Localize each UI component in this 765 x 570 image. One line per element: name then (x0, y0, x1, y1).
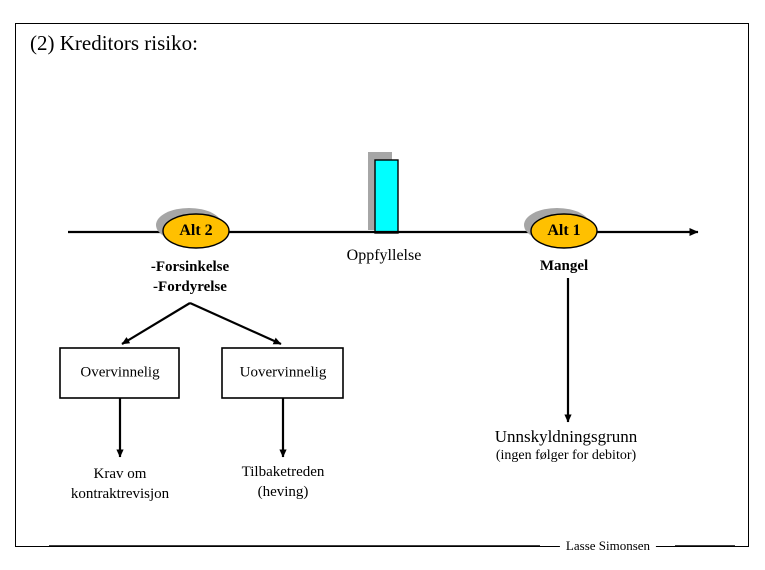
slide-frame (15, 23, 749, 547)
alt2-caption: -Forsinkelse -Fordyrelse (151, 257, 229, 298)
mangel-outcome-line1: Unnskyldningsgrunn (494, 427, 638, 446)
outcome-left-line2: kontraktrevisjon (70, 486, 170, 503)
mangel-outcome: Unnskyldningsgrunn (ingen følger for deb… (495, 427, 638, 464)
oppfyllelse-label: Oppfyllelse (346, 247, 422, 264)
mangel-outcome-line2: (ingen følger for debitor) (495, 448, 637, 464)
footer-author: Lasse Simonsen (559, 538, 657, 554)
box-uovervinnelig-label: Uovervinnelig (239, 364, 327, 381)
outcome-right-line1: Tilbaketreden (241, 464, 325, 480)
outcome-left: Krav om kontraktrevisjon (71, 464, 169, 505)
alt2-caption-line2: -Fordyrelse (153, 279, 227, 296)
outcome-right: Tilbaketreden (heving) (242, 462, 325, 503)
box-overvinnelig-label: Overvinnelig (80, 364, 160, 381)
outcome-left-line1: Krav om (93, 466, 147, 482)
page-title: (2) Kreditors risiko: (30, 31, 198, 55)
alt1-badge-label: Alt 1 (547, 222, 581, 239)
alt2-badge-label: Alt 2 (179, 222, 213, 239)
alt2-caption-line1: -Forsinkelse (150, 259, 230, 275)
outcome-right-line2: (heving) (257, 484, 309, 501)
mangel-caption: Mangel (539, 258, 589, 274)
